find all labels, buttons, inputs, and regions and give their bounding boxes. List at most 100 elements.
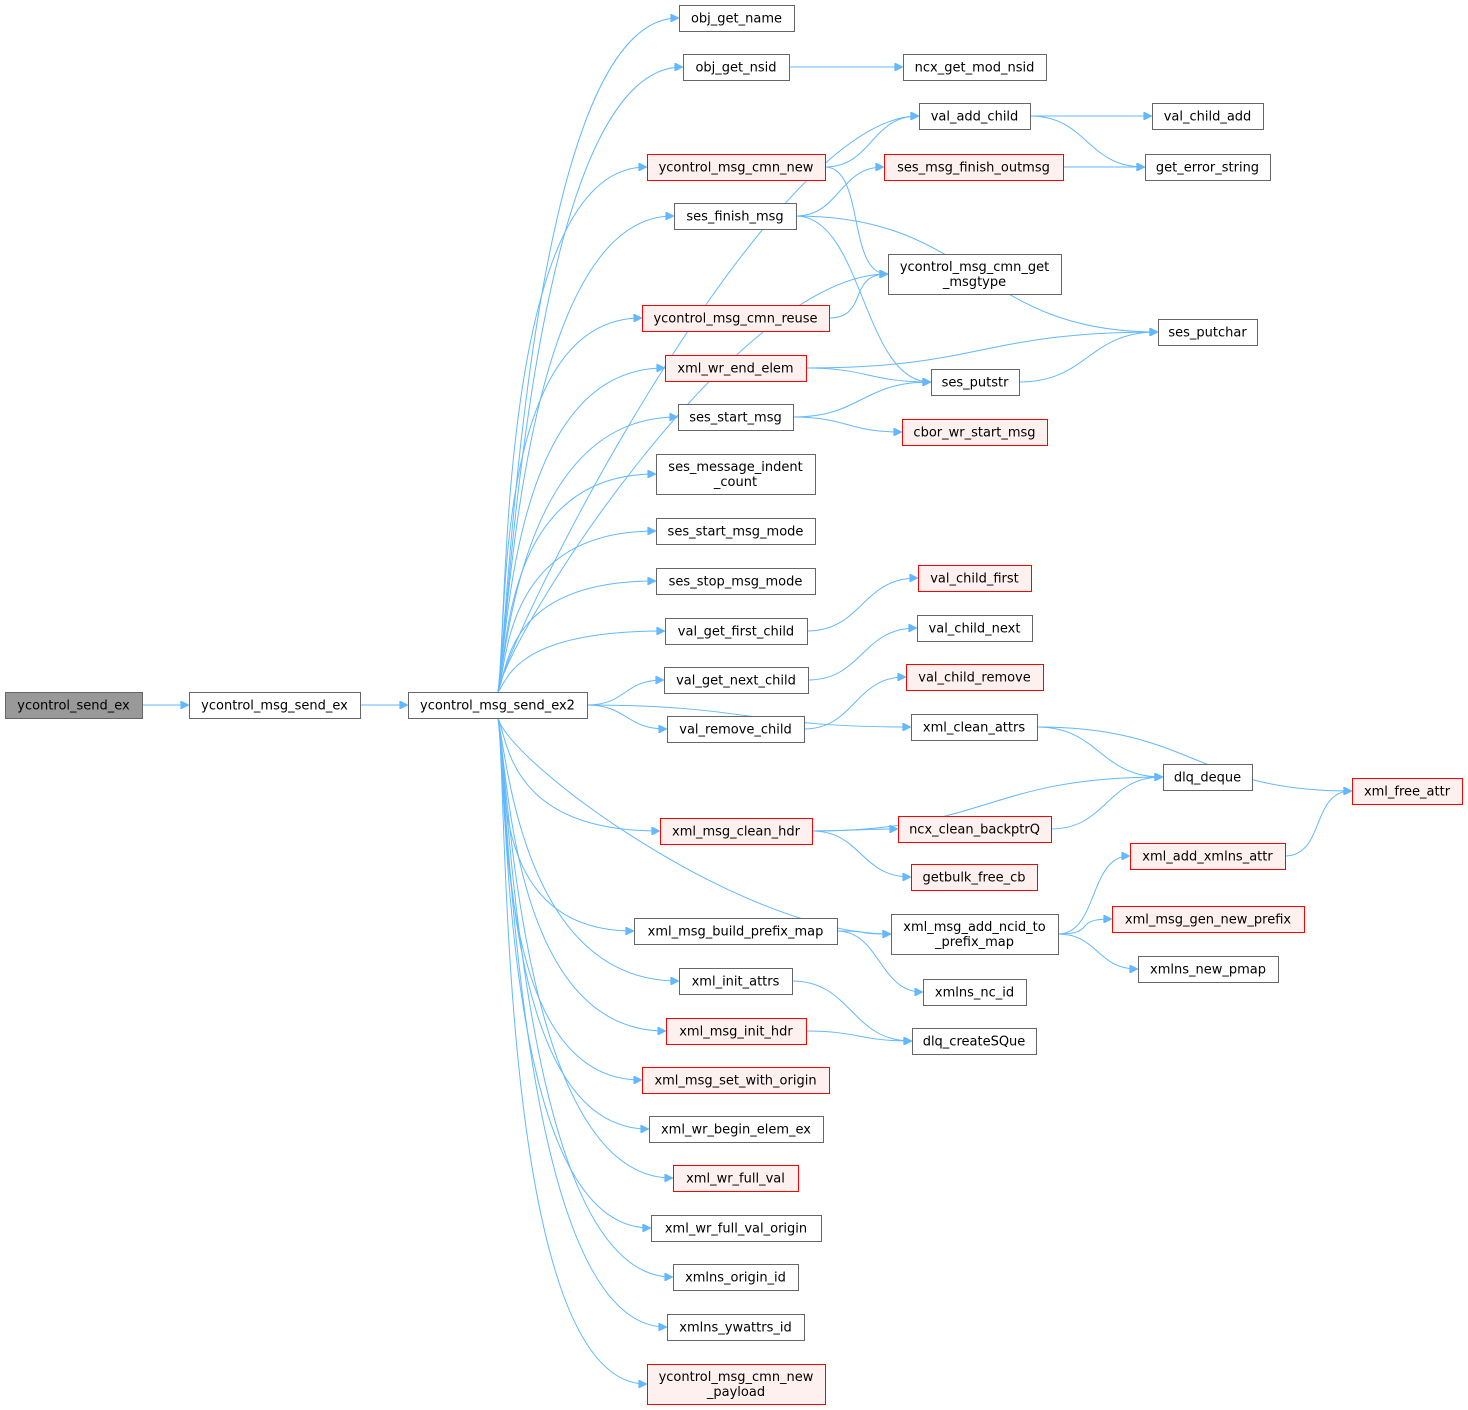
node-ses_start_msg[interactable]: ses_start_msg [678, 404, 794, 431]
node-ycontrol_send_ex[interactable]: ycontrol_send_ex [5, 692, 143, 719]
node-label: dlq_deque [1174, 771, 1241, 786]
node-getbulk_free_cb[interactable]: getbulk_free_cb [911, 864, 1038, 891]
node-xmlns_origin_id[interactable]: xmlns_origin_id [673, 1264, 799, 1291]
node-xml_init_attrs[interactable]: xml_init_attrs [679, 968, 793, 995]
node-label: ses_stop_msg_mode [669, 575, 803, 590]
node-ses_finish_msg[interactable]: ses_finish_msg [674, 203, 797, 230]
node-label: _prefix_map [934, 935, 1014, 950]
edge-ycontrol_msg_send_ex2-to-xmlns_origin_id [497, 717, 672, 1277]
node-dlq_deque[interactable]: dlq_deque [1163, 764, 1253, 791]
node-ycontrol_msg_send_ex2[interactable]: ycontrol_msg_send_ex2 [408, 692, 588, 719]
node-label: get_error_string [1156, 161, 1259, 176]
edge-ycontrol_msg_send_ex2-to-xml_init_attrs [497, 717, 678, 981]
node-box [656, 568, 816, 595]
node-label: xml_msg_init_hdr [679, 1025, 793, 1040]
node-val_add_child[interactable]: val_add_child [919, 103, 1031, 130]
node-box [647, 154, 826, 181]
node-xml_wr_full_val[interactable]: xml_wr_full_val [673, 1165, 799, 1192]
node-box [660, 818, 813, 845]
node-box [919, 103, 1031, 130]
node-xmlns_ywattrs_id[interactable]: xmlns_ywattrs_id [667, 1314, 805, 1341]
edge-xml_msg_add_ncid_to_prefix_map-to-xmlns_new_pmap [1057, 933, 1137, 969]
node-box [888, 254, 1062, 295]
node-cbor_wr_start_msg[interactable]: cbor_wr_start_msg [902, 419, 1048, 446]
node-ses_start_msg_mode[interactable]: ses_start_msg_mode [656, 518, 816, 545]
edge-ycontrol_msg_send_ex2-to-ycontrol_msg_cmn_new_payload [497, 717, 646, 1384]
node-xml_msg_add_ncid_to_prefix_map[interactable]: xml_msg_add_ncid_to_prefix_map [891, 914, 1059, 955]
node-xml_wr_end_elem[interactable]: xml_wr_end_elem [665, 355, 807, 382]
node-xml_clean_attrs[interactable]: xml_clean_attrs [911, 714, 1038, 741]
node-xml_free_attr[interactable]: xml_free_attr [1352, 778, 1463, 805]
node-box [912, 1028, 1037, 1055]
node-ncx_clean_backptrQ[interactable]: ncx_clean_backptrQ [898, 816, 1052, 843]
node-label: xmlns_new_pmap [1150, 963, 1266, 978]
edge-ycontrol_msg_send_ex2-to-val_get_next_child [586, 680, 663, 706]
node-val_child_remove[interactable]: val_child_remove [906, 664, 1044, 691]
node-label: ycontrol_msg_cmn_reuse [653, 312, 817, 327]
node-xml_msg_clean_hdr[interactable]: xml_msg_clean_hdr [660, 818, 813, 845]
edge-ycontrol_msg_send_ex2-to-xmlns_ywattrs_id [497, 717, 666, 1327]
node-val_child_add[interactable]: val_child_add [1152, 103, 1264, 130]
node-xml_wr_begin_elem_ex[interactable]: xml_wr_begin_elem_ex [649, 1116, 824, 1143]
edge-ses_start_msg-to-ses_putstr [792, 382, 930, 418]
node-ycontrol_msg_cmn_get_msgtype[interactable]: ycontrol_msg_cmn_get_msgtype [888, 254, 1062, 295]
node-xmlns_new_pmap[interactable]: xmlns_new_pmap [1138, 956, 1279, 983]
edge-xml_clean_attrs-to-dlq_deque [1036, 726, 1162, 777]
node-label: ycontrol_send_ex [17, 699, 130, 714]
node-box [189, 692, 361, 719]
node-xmlns_nc_id[interactable]: xmlns_nc_id [923, 979, 1027, 1006]
node-label: ses_putstr [942, 376, 1010, 391]
edge-val_get_first_child-to-val_child_first [806, 578, 917, 632]
edge-ses_start_msg-to-cbor_wr_start_msg [792, 416, 901, 432]
node-get_error_string[interactable]: get_error_string [1145, 154, 1271, 181]
node-box [1158, 319, 1258, 346]
node-xml_msg_init_hdr[interactable]: xml_msg_init_hdr [666, 1018, 807, 1045]
node-xml_add_xmlns_attr[interactable]: xml_add_xmlns_attr [1130, 843, 1286, 870]
node-val_child_first[interactable]: val_child_first [918, 565, 1032, 592]
node-val_remove_child[interactable]: val_remove_child [667, 716, 805, 743]
node-label: ses_putchar [1168, 326, 1247, 341]
node-label: obj_get_name [691, 12, 782, 27]
node-label: val_get_first_child [678, 625, 794, 640]
node-label: ncx_clean_backptrQ [909, 823, 1040, 838]
node-val_get_next_child[interactable]: val_get_next_child [664, 667, 809, 694]
node-xml_msg_gen_new_prefix[interactable]: xml_msg_gen_new_prefix [1112, 906, 1305, 933]
node-ses_putchar[interactable]: ses_putchar [1158, 319, 1258, 346]
node-box [656, 454, 816, 495]
node-xml_msg_build_prefix_map[interactable]: xml_msg_build_prefix_map [634, 918, 838, 945]
node-box [911, 864, 1038, 891]
node-ycontrol_msg_cmn_new_payload[interactable]: ycontrol_msg_cmn_new_payload [647, 1364, 826, 1405]
node-ses_stop_msg_mode[interactable]: ses_stop_msg_mode [656, 568, 816, 595]
edge-ycontrol_msg_send_ex2-to-ses_stop_msg_mode [497, 581, 655, 693]
node-label: xml_msg_clean_hdr [672, 825, 801, 840]
node-ycontrol_msg_cmn_new[interactable]: ycontrol_msg_cmn_new [647, 154, 826, 181]
edge-val_add_child-to-get_error_string [1029, 115, 1144, 167]
edge-ycontrol_msg_send_ex2-to-ycontrol_msg_cmn_get_msgtype [497, 274, 887, 693]
node-xml_wr_full_val_origin[interactable]: xml_wr_full_val_origin [651, 1215, 822, 1242]
node-label: val_add_child [931, 110, 1019, 125]
node-obj_get_name[interactable]: obj_get_name [679, 5, 795, 32]
node-box [679, 5, 795, 32]
node-label: xml_wr_full_val [686, 1172, 785, 1187]
edge-ycontrol_msg_send_ex2-to-ycontrol_msg_cmn_reuse [497, 318, 641, 693]
node-ses_putstr[interactable]: ses_putstr [931, 369, 1020, 396]
node-label: obj_get_nsid [695, 61, 776, 76]
node-obj_get_nsid[interactable]: obj_get_nsid [683, 54, 790, 81]
node-box [642, 305, 830, 332]
edge-ycontrol_msg_send_ex2-to-xml_msg_init_hdr [497, 717, 665, 1031]
node-box [903, 54, 1047, 81]
node-ycontrol_msg_cmn_reuse[interactable]: ycontrol_msg_cmn_reuse [642, 305, 830, 332]
node-box [665, 355, 807, 382]
node-box [1130, 843, 1286, 870]
node-val_get_first_child[interactable]: val_get_first_child [665, 618, 808, 645]
node-ncx_get_mod_nsid[interactable]: ncx_get_mod_nsid [903, 54, 1047, 81]
edge-ycontrol_msg_send_ex2-to-val_add_child [497, 116, 918, 693]
node-xml_msg_set_with_origin[interactable]: xml_msg_set_with_origin [642, 1067, 830, 1094]
node-val_child_next[interactable]: val_child_next [917, 615, 1033, 642]
edge-ncx_clean_backptrQ-to-dlq_deque [1050, 777, 1162, 830]
node-dlq_createSQue[interactable]: dlq_createSQue [912, 1028, 1037, 1055]
edge-xml_add_xmlns_attr-to-xml_free_attr [1284, 791, 1351, 857]
node-ycontrol_msg_send_ex[interactable]: ycontrol_msg_send_ex [189, 692, 361, 719]
node-ses_msg_finish_outmsg[interactable]: ses_msg_finish_outmsg [884, 154, 1064, 181]
node-ses_message_indent_count[interactable]: ses_message_indent_count [656, 454, 816, 495]
